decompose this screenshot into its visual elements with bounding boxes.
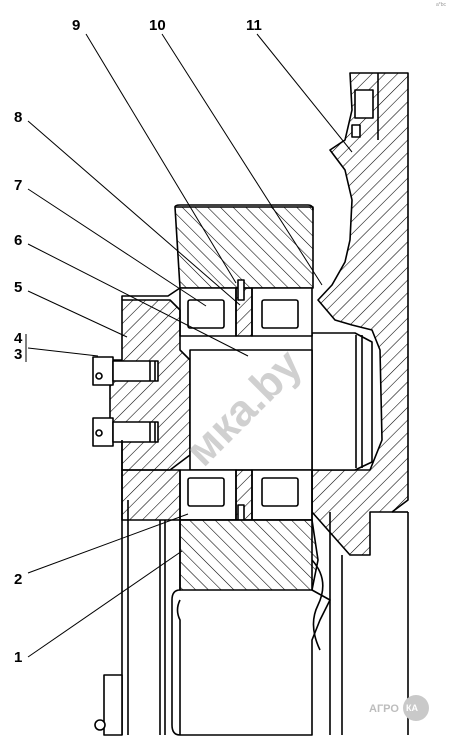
leader-10 — [161, 33, 323, 286]
leader-1 — [27, 550, 183, 658]
bottom-bolt — [94, 719, 106, 731]
leader-7 — [27, 188, 207, 307]
hub-housing-part-11 — [311, 72, 409, 556]
flange-slot — [354, 89, 374, 119]
lower-cap-section — [121, 469, 181, 521]
callout-7: 7 — [14, 177, 22, 194]
bolt-upper — [92, 356, 159, 386]
roller-upper-left — [187, 299, 225, 329]
callout-3: 3 — [14, 346, 22, 363]
roller-upper-right — [261, 299, 299, 329]
callout-4: 4 — [14, 330, 23, 347]
bolt-lower — [92, 417, 159, 447]
leader-5 — [27, 290, 128, 338]
brand-logo: АГРО КА — [369, 695, 429, 721]
corner-mark: a*bc — [436, 2, 447, 8]
leader-2 — [27, 513, 189, 574]
leader-6 — [27, 243, 249, 357]
pin-lower — [237, 504, 245, 522]
hub-bore — [311, 332, 373, 471]
brand-suffix: КА — [406, 703, 418, 713]
wheel-body-hatch — [179, 519, 319, 591]
roller-lower-right — [261, 477, 299, 507]
brand-prefix: АГРО — [369, 703, 399, 715]
flange-slot-small — [351, 124, 361, 138]
bearing-housing-upper — [174, 206, 314, 289]
callout-9: 9 — [72, 17, 80, 34]
pin-part-9 — [237, 279, 245, 301]
bearing-housing-upper-edge — [174, 204, 314, 211]
callout-11: 11 — [246, 17, 262, 34]
wheel-rim-curve — [311, 559, 324, 651]
wheel-rim-inner — [176, 599, 181, 735]
leader-8 — [27, 120, 241, 306]
end-cap-top — [121, 287, 181, 300]
callout-8: 8 — [14, 109, 22, 126]
callout-2: 2 — [14, 571, 22, 588]
leader-3-4 — [27, 347, 99, 357]
callout-10: 10 — [149, 17, 166, 34]
leader-9 — [85, 33, 237, 284]
roller-lower-left — [187, 477, 225, 507]
bottom-bracket — [103, 674, 123, 736]
callout-1: 1 — [14, 649, 22, 666]
callout-5: 5 — [14, 279, 22, 296]
leader-11 — [256, 33, 353, 153]
callout-6: 6 — [14, 232, 22, 249]
